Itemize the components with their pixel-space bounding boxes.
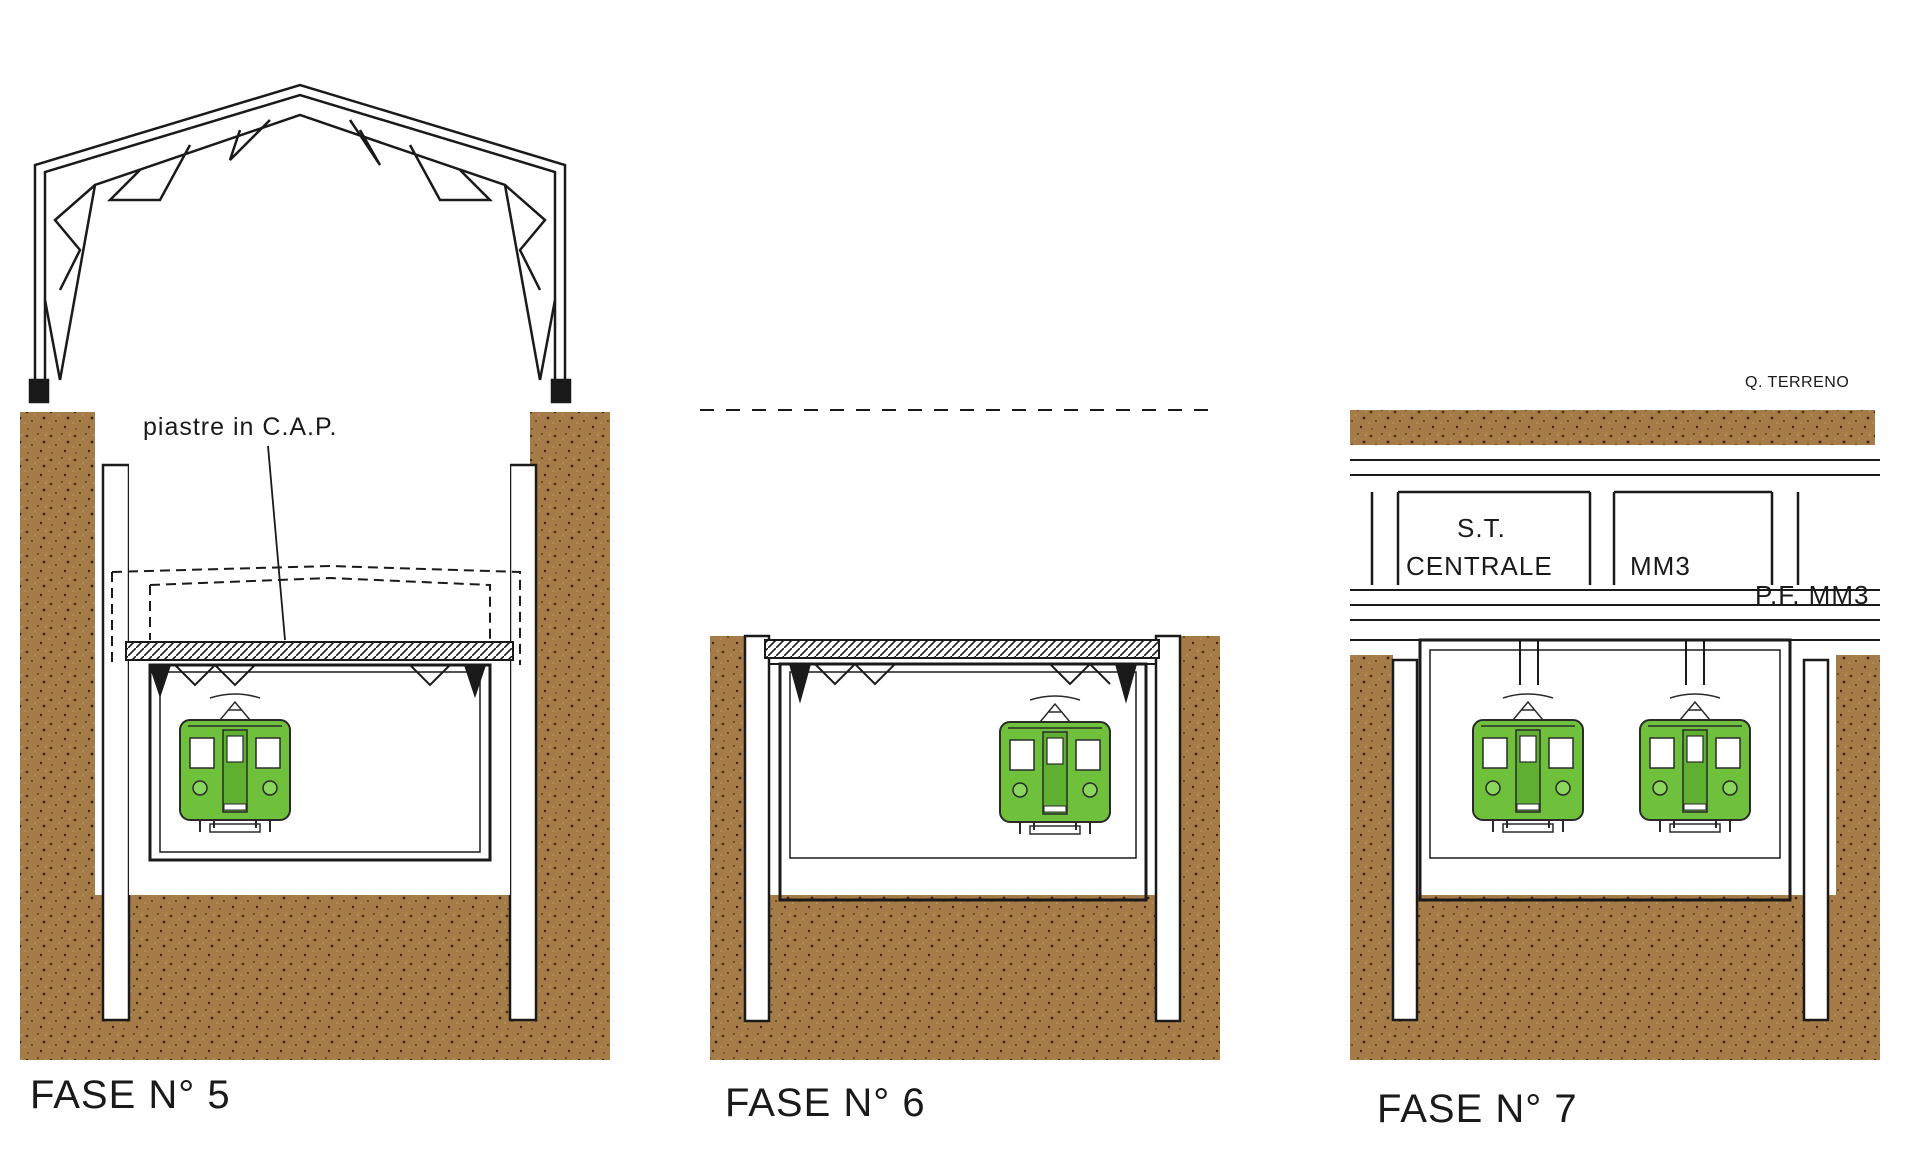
- phase-7-label: FASE N° 7: [1377, 1087, 1578, 1131]
- phase-5-annotation: piastre in C.A.P.: [143, 413, 337, 441]
- phase-7-top-soil: [1350, 410, 1875, 445]
- phase-6-section: FASE N° 6: [700, 409, 1220, 1125]
- roof-truss-icon: [28, 83, 572, 404]
- phase-5-slab: [125, 641, 514, 661]
- phase-7-line-label: MM3: [1630, 551, 1691, 581]
- phase-6-left-wall: [743, 634, 771, 1023]
- phase-7-tunnel-box: [1418, 638, 1792, 902]
- phase-6-label: FASE N° 6: [725, 1081, 926, 1125]
- phase-6-right-wall: [1154, 634, 1182, 1023]
- phase-5-section: piastre in C.A.P. FASE N° 5: [20, 83, 610, 1117]
- phase-7-right-wall: [1802, 658, 1830, 1022]
- phase-7-section: Q. TERRENO S.T. CENTRALE MM3 P.F. MM3 FA…: [1350, 374, 1880, 1131]
- phase-7-station-box: [1370, 490, 1800, 585]
- phase-7-station-label-1: S.T.: [1457, 513, 1506, 543]
- phase-5-dashed-outline: [111, 564, 521, 665]
- phase-5-label: FASE N° 5: [30, 1073, 231, 1117]
- phase-6-slab: [764, 639, 1160, 659]
- phase-7-soil: [1350, 655, 1880, 1060]
- phase-5-soil: [20, 412, 610, 1060]
- phase-5-right-wall: [508, 463, 538, 1022]
- phase-6-soil: [710, 636, 1220, 1060]
- phase-7-level-label: P.F. MM3: [1755, 580, 1869, 610]
- phase-7-ground-label: Q. TERRENO: [1745, 374, 1849, 391]
- phase-6-tunnel-box: [778, 662, 1148, 902]
- phase-5-left-wall: [101, 463, 131, 1022]
- phase-7-station-label-2: CENTRALE: [1406, 551, 1553, 581]
- phase-7-left-wall: [1391, 658, 1419, 1022]
